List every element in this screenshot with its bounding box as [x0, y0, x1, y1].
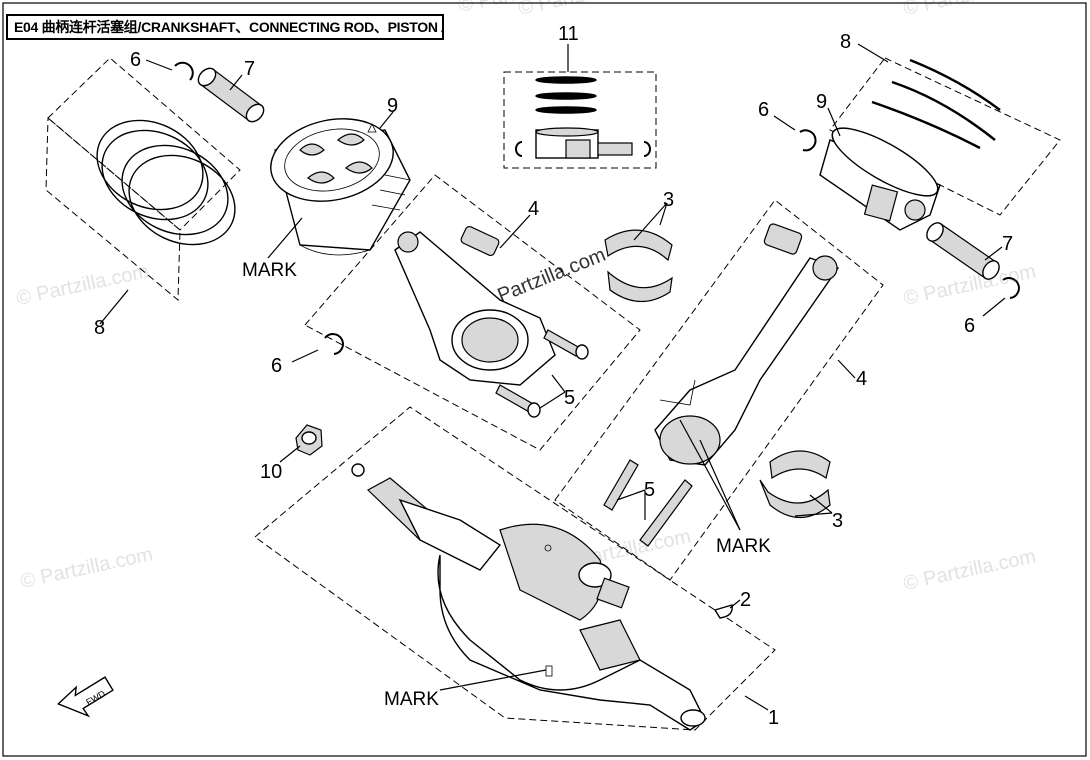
conrod-dashed-box-right — [554, 199, 884, 581]
mark-label: MARK — [384, 689, 439, 710]
conrod-bolts-center — [495, 329, 589, 418]
piston-assy-11 — [515, 76, 651, 159]
ball-icon — [351, 463, 365, 477]
circlip-icon — [1002, 277, 1020, 299]
piston-left — [270, 118, 411, 256]
circlip-icon — [799, 129, 817, 152]
callout-6: 6 — [758, 99, 769, 121]
callout-11: 11 — [558, 23, 579, 45]
callout-6: 6 — [964, 315, 975, 337]
bearing-shells-bottom — [759, 450, 831, 518]
connecting-rod-center — [394, 225, 556, 386]
callout-8: 8 — [840, 31, 851, 53]
watermark: © Partzilla.com — [18, 543, 154, 593]
bearing-shells-top — [604, 229, 673, 303]
crank-nut — [295, 424, 323, 456]
circlip-icon — [174, 61, 194, 81]
diagram-title: E04 曲柄连杆活塞组/CRANKSHAFT、CONNECTING ROD、PI… — [6, 14, 444, 40]
connecting-rod-right — [654, 223, 840, 466]
callout-7: 7 — [1002, 233, 1013, 255]
callout-1: 1 — [768, 707, 779, 729]
callout-10: 10 — [260, 461, 282, 483]
woodruff-key — [713, 604, 733, 619]
callout-7: 7 — [244, 58, 255, 80]
callout-9: 9 — [816, 91, 827, 113]
callout-2: 2 — [740, 589, 751, 611]
callout-5: 5 — [564, 387, 575, 409]
piston-right — [819, 127, 941, 231]
forward-arrow-icon: FWD — [56, 676, 114, 718]
watermark: © Partzilla.com — [14, 260, 150, 310]
piston-pin-right — [926, 222, 1000, 280]
piston-rings-right — [871, 58, 1001, 150]
piston-rings-left — [96, 119, 236, 246]
mark-label: MARK — [242, 260, 297, 281]
watermark: © Partzilla.com — [901, 545, 1037, 595]
conrod-dashed-box-center — [304, 174, 641, 451]
mark-label: MARK — [716, 536, 771, 557]
callout-4: 4 — [528, 198, 539, 220]
callout-4: 4 — [856, 368, 867, 390]
callout-5: 5 — [644, 479, 655, 501]
watermark-group: © Partzilla.com © Partzilla.com © Partzi… — [14, 0, 1037, 595]
piston-assy-dashed-box — [503, 71, 657, 169]
crankshaft — [366, 477, 706, 731]
crankshaft-dashed-box — [254, 406, 776, 731]
ring-set-dashed-box-right — [829, 57, 1061, 216]
callout-6: 6 — [130, 49, 141, 71]
callout-6: 6 — [271, 355, 282, 377]
piston-pin-left — [197, 67, 265, 123]
callout-8: 8 — [94, 317, 105, 339]
callout-9: 9 — [387, 95, 398, 117]
callout-3: 3 — [663, 189, 674, 211]
callout-3: 3 — [832, 510, 843, 532]
circlip-icon — [324, 333, 344, 355]
conrod-bolts-right — [603, 459, 693, 547]
